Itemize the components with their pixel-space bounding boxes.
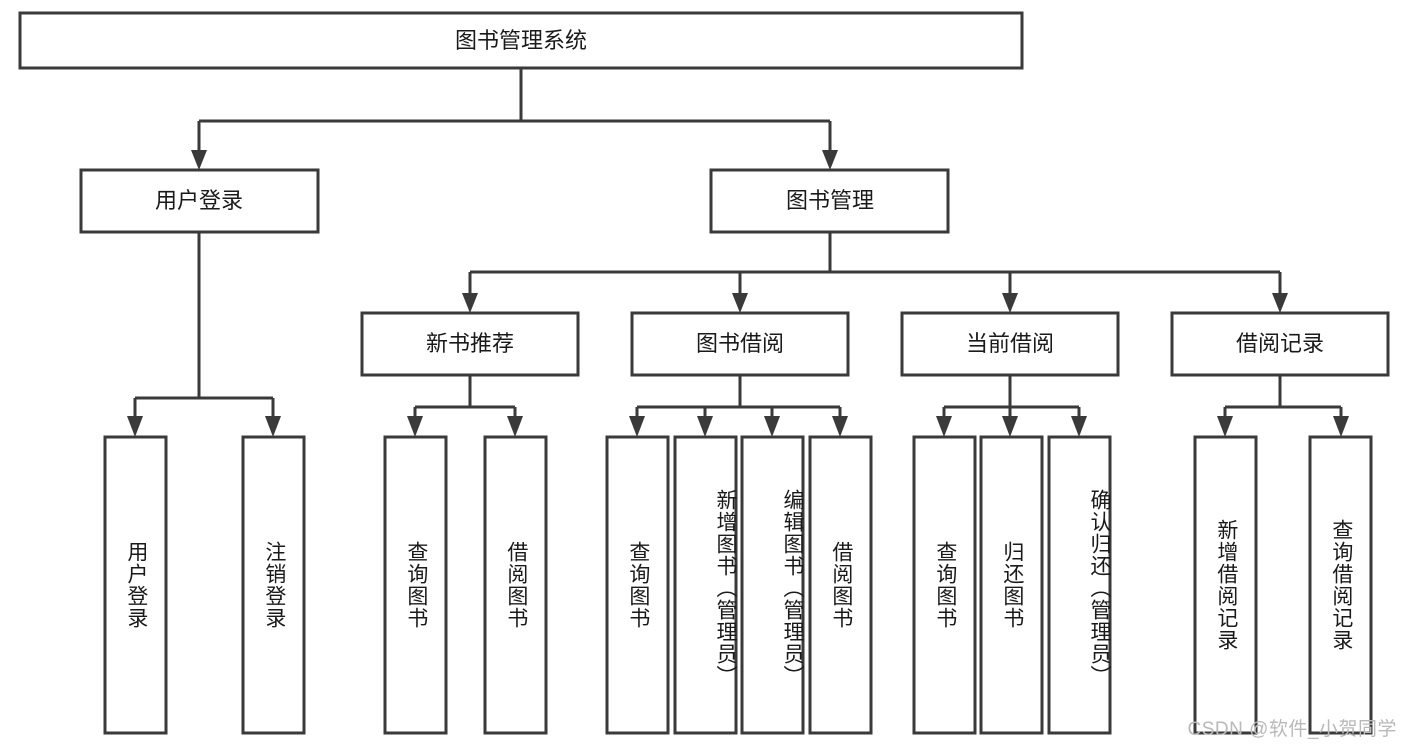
leaf-box-borrow-lend[interactable] [808,435,873,735]
leaf-box-borrow-query[interactable] [605,435,670,735]
node-box-current-borrow[interactable] [900,311,1120,377]
arrow-head-book-mgmt [822,150,838,170]
arrow-head-record-leaf2 [1333,416,1349,437]
node-label-book-borrow: 图书借阅 [696,331,784,356]
arrow-head-borrow-leaf1 [629,416,645,437]
leaf-box-current-query[interactable] [912,435,977,735]
arrow-head-current-leaf2 [1002,416,1018,437]
arrow-head-newbook [462,293,478,313]
node-label-root: 图书管理系统 [455,28,587,53]
arrow-head-borrow-leaf2 [697,416,713,437]
watermark-text: CSDN @软件_小贺同学 [1187,719,1397,740]
arrow-head-record-leaf1 [1217,416,1233,437]
leaf-box-current-return[interactable] [979,435,1044,735]
arrow-head-newbook-leaf1 [407,416,423,437]
leaf-box-current-confirm[interactable] [1047,435,1112,735]
connector-layer [127,68,1349,437]
arrow-head-borrow-leaf3 [764,416,780,437]
node-box-user-login[interactable] [79,168,320,234]
node-box-borrow-record[interactable] [1170,311,1390,377]
node-box-root[interactable] [18,11,1024,70]
node-box-book-borrow[interactable] [630,311,850,377]
arrow-head-leaf-user-login [127,416,143,437]
node-label-new-book-recommend: 新书推荐 [426,331,514,356]
arrow-head-user-login [191,150,207,170]
node-label-book-management: 图书管理 [786,188,874,213]
leaf-box-user-login-login[interactable] [103,435,168,735]
leaf-box-borrow-add[interactable] [673,435,738,735]
arrow-head-current-leaf3 [1071,416,1087,437]
arrow-head-current-leaf1 [936,416,952,437]
arrow-head-record [1272,293,1288,313]
node-label-borrow-record: 借阅记录 [1236,331,1324,356]
leaf-box-record-add[interactable] [1193,435,1258,735]
node-layer: 图书管理系统 用户登录 图书管理 新书推荐 图书借阅 当前借阅 借阅记录 [18,11,1390,735]
node-label-user-login: 用户登录 [155,188,243,213]
arrow-head-newbook-leaf2 [507,416,523,437]
leaf-box-borrow-edit[interactable] [740,435,805,735]
leaf-box-user-login-logout[interactable] [241,435,306,735]
node-box-new-book-recommend[interactable] [360,311,580,377]
arrow-head-borrow-leaf4 [832,416,848,437]
node-box-book-management[interactable] [709,168,950,234]
arrow-head-leaf-logout [265,416,281,437]
arrow-head-current [1002,293,1018,313]
node-label-current-borrow: 当前借阅 [966,331,1054,356]
arrow-head-borrow [732,293,748,313]
leaf-box-record-query[interactable] [1308,435,1373,735]
leaf-box-newbook-query[interactable] [383,435,448,735]
leaf-box-newbook-borrow[interactable] [483,435,548,735]
